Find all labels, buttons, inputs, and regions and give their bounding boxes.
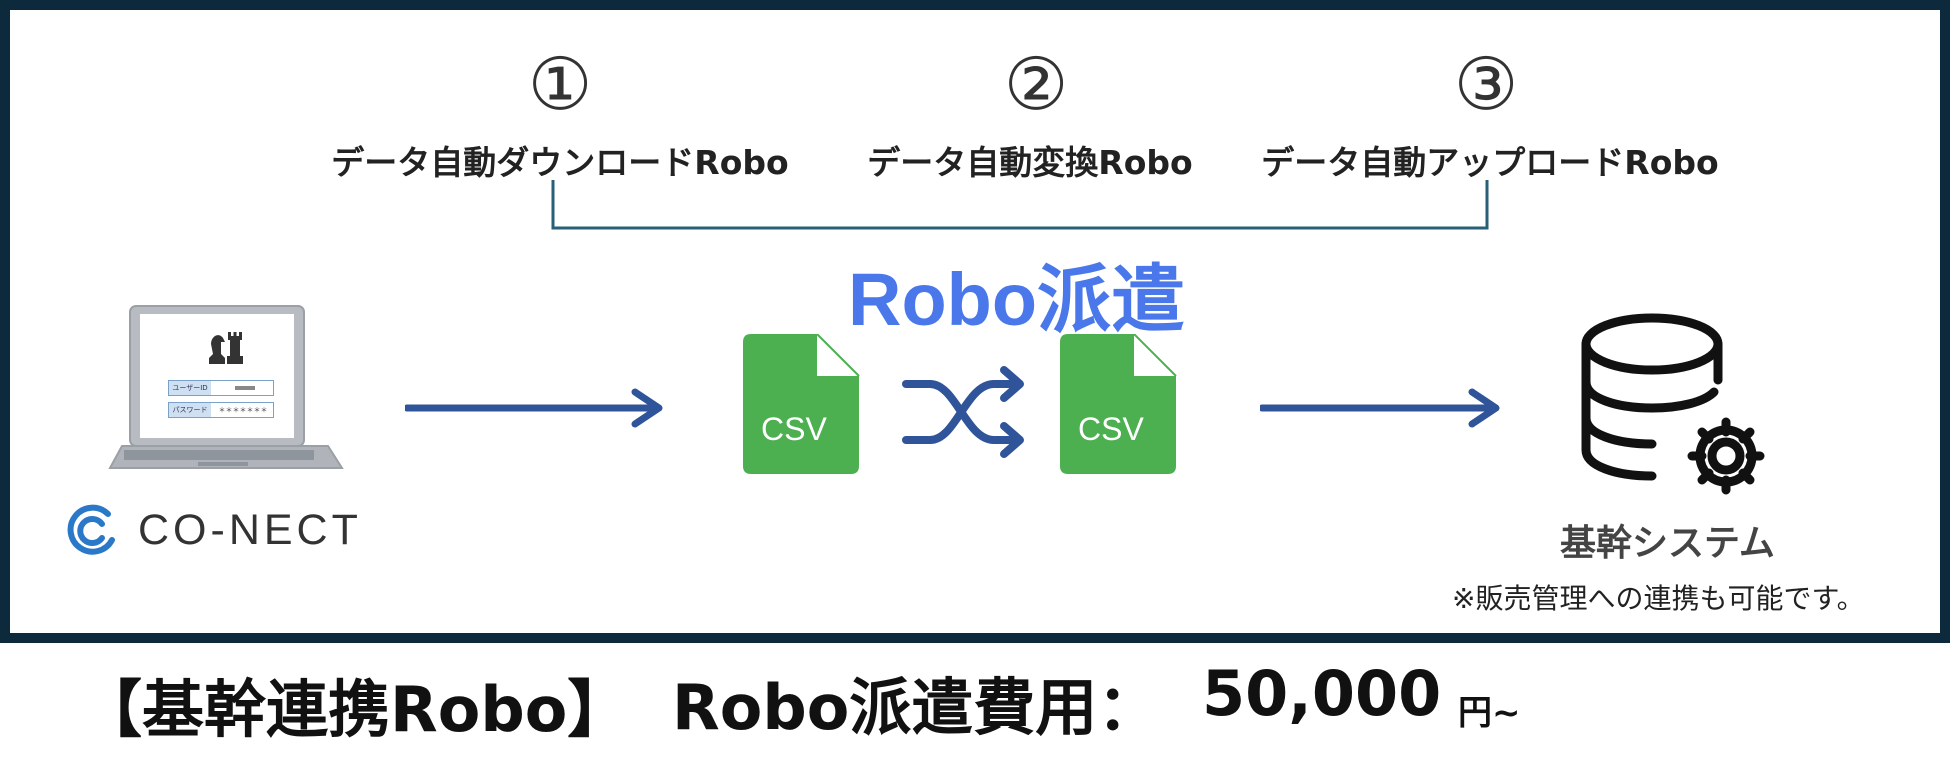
step-2-number: ②: [1003, 42, 1069, 126]
fee-label: Robo派遣費用：: [672, 671, 1160, 744]
price-line: 【基幹連携Robo】 Robo派遣費用： 50,000 円~: [0, 643, 1950, 781]
chess-icon: [209, 332, 243, 364]
step-1-number: ①: [527, 42, 593, 126]
steps-bracket: [551, 180, 1489, 230]
step-2-label: データ自動変換Robo: [867, 143, 1193, 182]
product-name: 【基幹連携Robo】: [80, 673, 630, 746]
fee-amount: 50,000: [1202, 657, 1442, 730]
fee-suffix: 円~: [1458, 693, 1521, 733]
system-note: ※販売管理への連携も可能です。: [1452, 582, 1865, 615]
laptop-userid-field: ユーザーID: [168, 380, 274, 396]
dispatch-title: Robo派遣: [848, 258, 1186, 341]
system-label: 基幹システム: [1560, 523, 1775, 564]
shuffle-icon: [902, 366, 1024, 458]
laptop-userid-value: [235, 386, 255, 390]
laptop-icon: ユーザーID パスワード ＊＊＊＊＊＊＊: [108, 296, 348, 486]
brand-name: CO-NECT: [138, 506, 362, 554]
co-nect-logo-icon: [67, 504, 115, 555]
arrow-right-icon: [405, 388, 663, 428]
arrow-right-icon: [1260, 388, 1500, 428]
step-3-label: データ自動アップロードRobo: [1261, 143, 1719, 182]
laptop-password-field: パスワード ＊＊＊＊＊＊＊: [168, 402, 274, 418]
laptop-password-value: ＊＊＊＊＊＊＊: [218, 406, 268, 414]
step-1-label: データ自動ダウンロードRobo: [331, 143, 789, 182]
step-3-number: ③: [1453, 42, 1519, 126]
laptop-userid-label: ユーザーID: [169, 381, 211, 395]
diagram-panel: ① ② ③ データ自動ダウンロードRobo データ自動変換Robo データ自動ア…: [0, 0, 1950, 643]
database-gear-icon: [1581, 313, 1765, 495]
csv-1-label: CSV: [761, 411, 827, 447]
csv-file-icon: CSV: [743, 334, 860, 474]
csv-2-label: CSV: [1078, 411, 1144, 447]
csv-file-icon: CSV: [1060, 334, 1177, 474]
laptop-password-label: パスワード: [169, 403, 211, 417]
